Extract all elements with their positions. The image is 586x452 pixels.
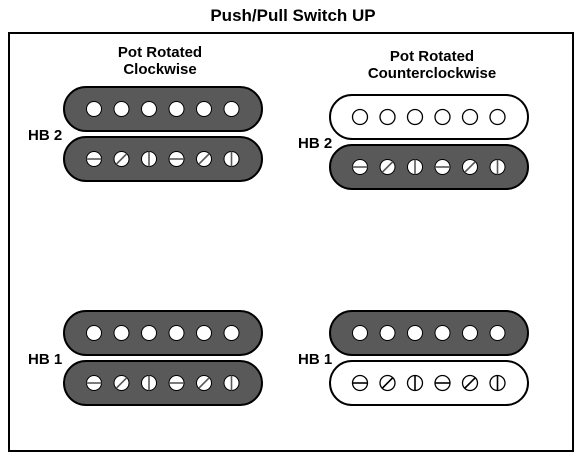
hb2-label-left: HB 2 <box>28 127 63 144</box>
screw-slot <box>115 377 128 389</box>
screw-slot <box>198 153 210 165</box>
screw-coil <box>63 136 263 182</box>
slug-pole-icon <box>407 325 423 341</box>
humbucker-pickup <box>329 94 529 190</box>
heading-line-2: Counterclockwise <box>367 65 497 82</box>
slug-coil <box>63 86 263 132</box>
diagram-title: Push/Pull Switch UP <box>210 6 376 25</box>
slug-pole-icon <box>434 108 451 126</box>
slug-pole-icon <box>379 325 396 341</box>
slug-pole-icon <box>489 108 506 126</box>
screw-slot <box>198 377 210 389</box>
humbucker-pickup <box>63 86 263 182</box>
slug-pole-icon <box>141 101 157 117</box>
slug-pole-icon <box>379 108 396 126</box>
pickups-diagram <box>63 86 529 406</box>
screw-slot <box>464 377 476 389</box>
slug-pole-icon <box>113 325 130 341</box>
slug-pole-icon <box>141 325 157 341</box>
slug-coil <box>329 94 529 140</box>
column-heading-counterclockwise: Pot Rotated Counterclockwise <box>312 48 552 82</box>
hb2-label-right: HB 2 <box>298 135 333 152</box>
slug-pole-icon <box>168 325 185 341</box>
slug-pole-icon <box>196 101 212 117</box>
slug-pole-icon <box>196 325 212 341</box>
slug-pole-icon <box>113 101 130 117</box>
screw-coil <box>329 144 529 190</box>
slug-pole-icon <box>168 101 185 117</box>
screw-coil <box>329 360 529 406</box>
hb1-label-left: HB 1 <box>28 351 63 368</box>
screw-slot <box>381 377 394 389</box>
slug-pole-icon <box>86 101 102 117</box>
slug-pole-icon <box>489 325 506 341</box>
slug-pole-icon <box>223 325 240 341</box>
hb1-label-right: HB 1 <box>298 351 333 368</box>
slug-pole-icon <box>434 325 451 341</box>
heading-line-1: Pot Rotated <box>389 48 475 65</box>
humbucker-pickup <box>329 310 529 406</box>
heading-line-1: Pot Rotated <box>117 44 203 61</box>
slug-coil <box>329 310 529 356</box>
slug-pole-icon <box>462 325 478 341</box>
screw-slot <box>464 161 476 173</box>
slug-pole-icon <box>461 108 479 126</box>
humbucker-pickup <box>63 310 263 406</box>
slug-pole-icon <box>406 108 424 126</box>
screw-coil <box>63 360 263 406</box>
screw-slot <box>381 161 394 173</box>
slug-pole-icon <box>351 108 369 126</box>
heading-line-2: Clockwise <box>123 61 197 78</box>
slug-coil <box>63 310 263 356</box>
slug-pole-icon <box>352 325 368 341</box>
screw-slot <box>115 153 128 165</box>
column-heading-clockwise: Pot Rotated Clockwise <box>40 44 280 78</box>
slug-pole-icon <box>223 101 240 117</box>
slug-pole-icon <box>86 325 102 341</box>
